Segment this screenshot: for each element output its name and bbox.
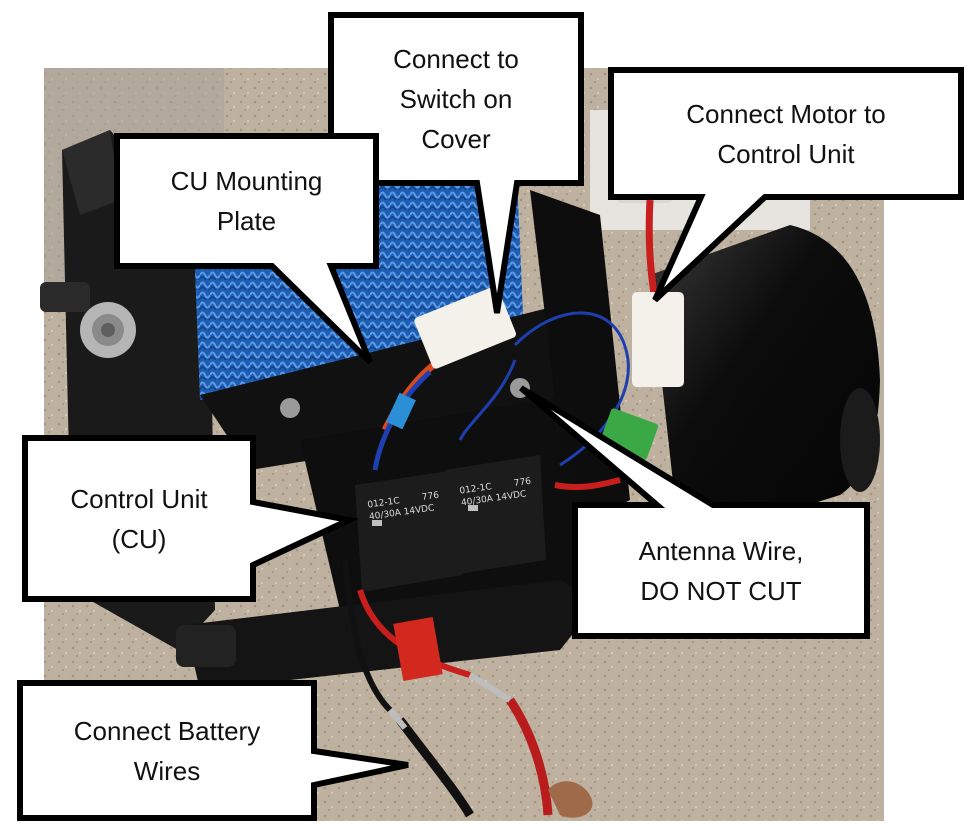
switch-connector xyxy=(414,286,517,369)
blue-wire-tag xyxy=(386,392,416,430)
winch-motor xyxy=(650,225,880,545)
plate-bolt-left xyxy=(280,398,300,418)
battery-terminal-black xyxy=(387,708,408,730)
relay-right-code: 776 xyxy=(513,476,532,489)
callout-battery-box xyxy=(17,680,409,821)
ground-stain xyxy=(548,781,593,818)
battery-black-lead xyxy=(396,717,474,818)
relay-left xyxy=(355,470,462,592)
callout-control-unit-box xyxy=(22,435,359,602)
callout-antenna-box xyxy=(519,385,870,639)
relay-right xyxy=(445,455,546,575)
nut-center xyxy=(101,323,115,337)
relay-left-code: 776 xyxy=(421,490,440,503)
relay-red-wire xyxy=(554,477,621,491)
bottom-stud xyxy=(176,625,236,667)
red-label-tag xyxy=(393,616,443,682)
antenna-wire-lead xyxy=(458,359,517,441)
motor-end-cap xyxy=(840,388,880,492)
battery-terminal-red xyxy=(468,672,512,703)
callout-motor-box xyxy=(608,67,964,303)
battery-black-wire xyxy=(342,559,393,713)
mounting-stud xyxy=(40,282,90,312)
motor-connector xyxy=(632,292,684,387)
callout-plate-box xyxy=(114,133,379,365)
motor-red-wire xyxy=(645,199,659,301)
housing-panel-highlight xyxy=(62,130,120,215)
battery-red-lead xyxy=(506,697,553,816)
